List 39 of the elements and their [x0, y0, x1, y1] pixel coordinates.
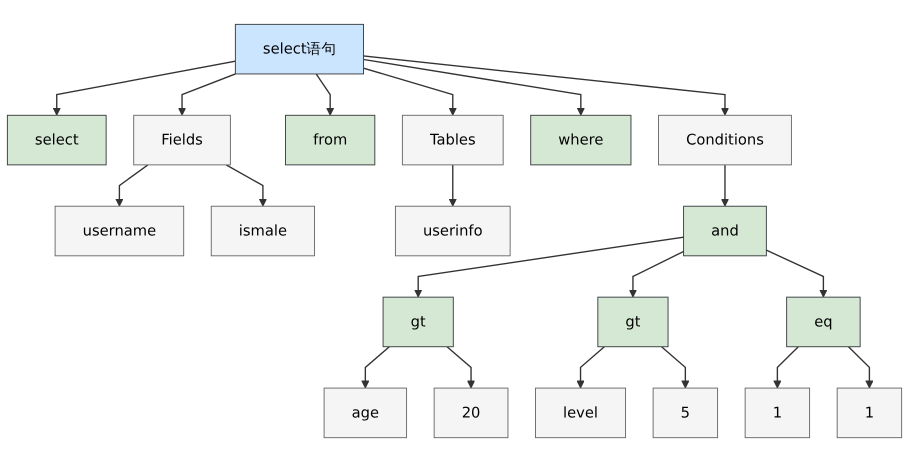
arrow [52, 60, 236, 116]
node-box: age [324, 388, 408, 439]
node-box: and [683, 206, 767, 257]
arrow [766, 250, 828, 298]
node-box: eq [786, 297, 861, 348]
arrow [628, 251, 684, 298]
arrow [316, 74, 334, 116]
arrow [446, 346, 476, 389]
node-box: select [6, 115, 107, 166]
arrow [576, 346, 605, 389]
arrow [773, 346, 799, 389]
node-box: Tables [402, 115, 504, 166]
node-box: 20 [434, 388, 508, 439]
arrow [363, 56, 729, 116]
node-box: username [54, 206, 184, 257]
arrow [414, 236, 684, 298]
node-box: 1 [744, 388, 810, 439]
arrow [115, 164, 148, 208]
arrow [661, 346, 690, 389]
arrow [363, 68, 457, 116]
arrow [720, 165, 729, 208]
arrow [361, 346, 390, 389]
node-box: where [530, 115, 632, 166]
arrow [178, 74, 236, 116]
node-box: userinfo [394, 206, 511, 257]
arrow [363, 59, 585, 116]
node-box: select语句 [234, 24, 364, 75]
node-box: Fields [133, 115, 231, 166]
node-box: ismale [210, 206, 316, 257]
node-box: level [535, 388, 626, 439]
node-box: Conditions [658, 115, 792, 166]
arrow [848, 346, 874, 389]
arrow [448, 165, 457, 208]
arrow [226, 164, 267, 208]
node-box: 1 [836, 388, 902, 439]
node-box: gt [597, 297, 668, 348]
node-box: 5 [652, 388, 718, 439]
node-box: gt [382, 297, 454, 348]
node-box: from [285, 115, 376, 166]
